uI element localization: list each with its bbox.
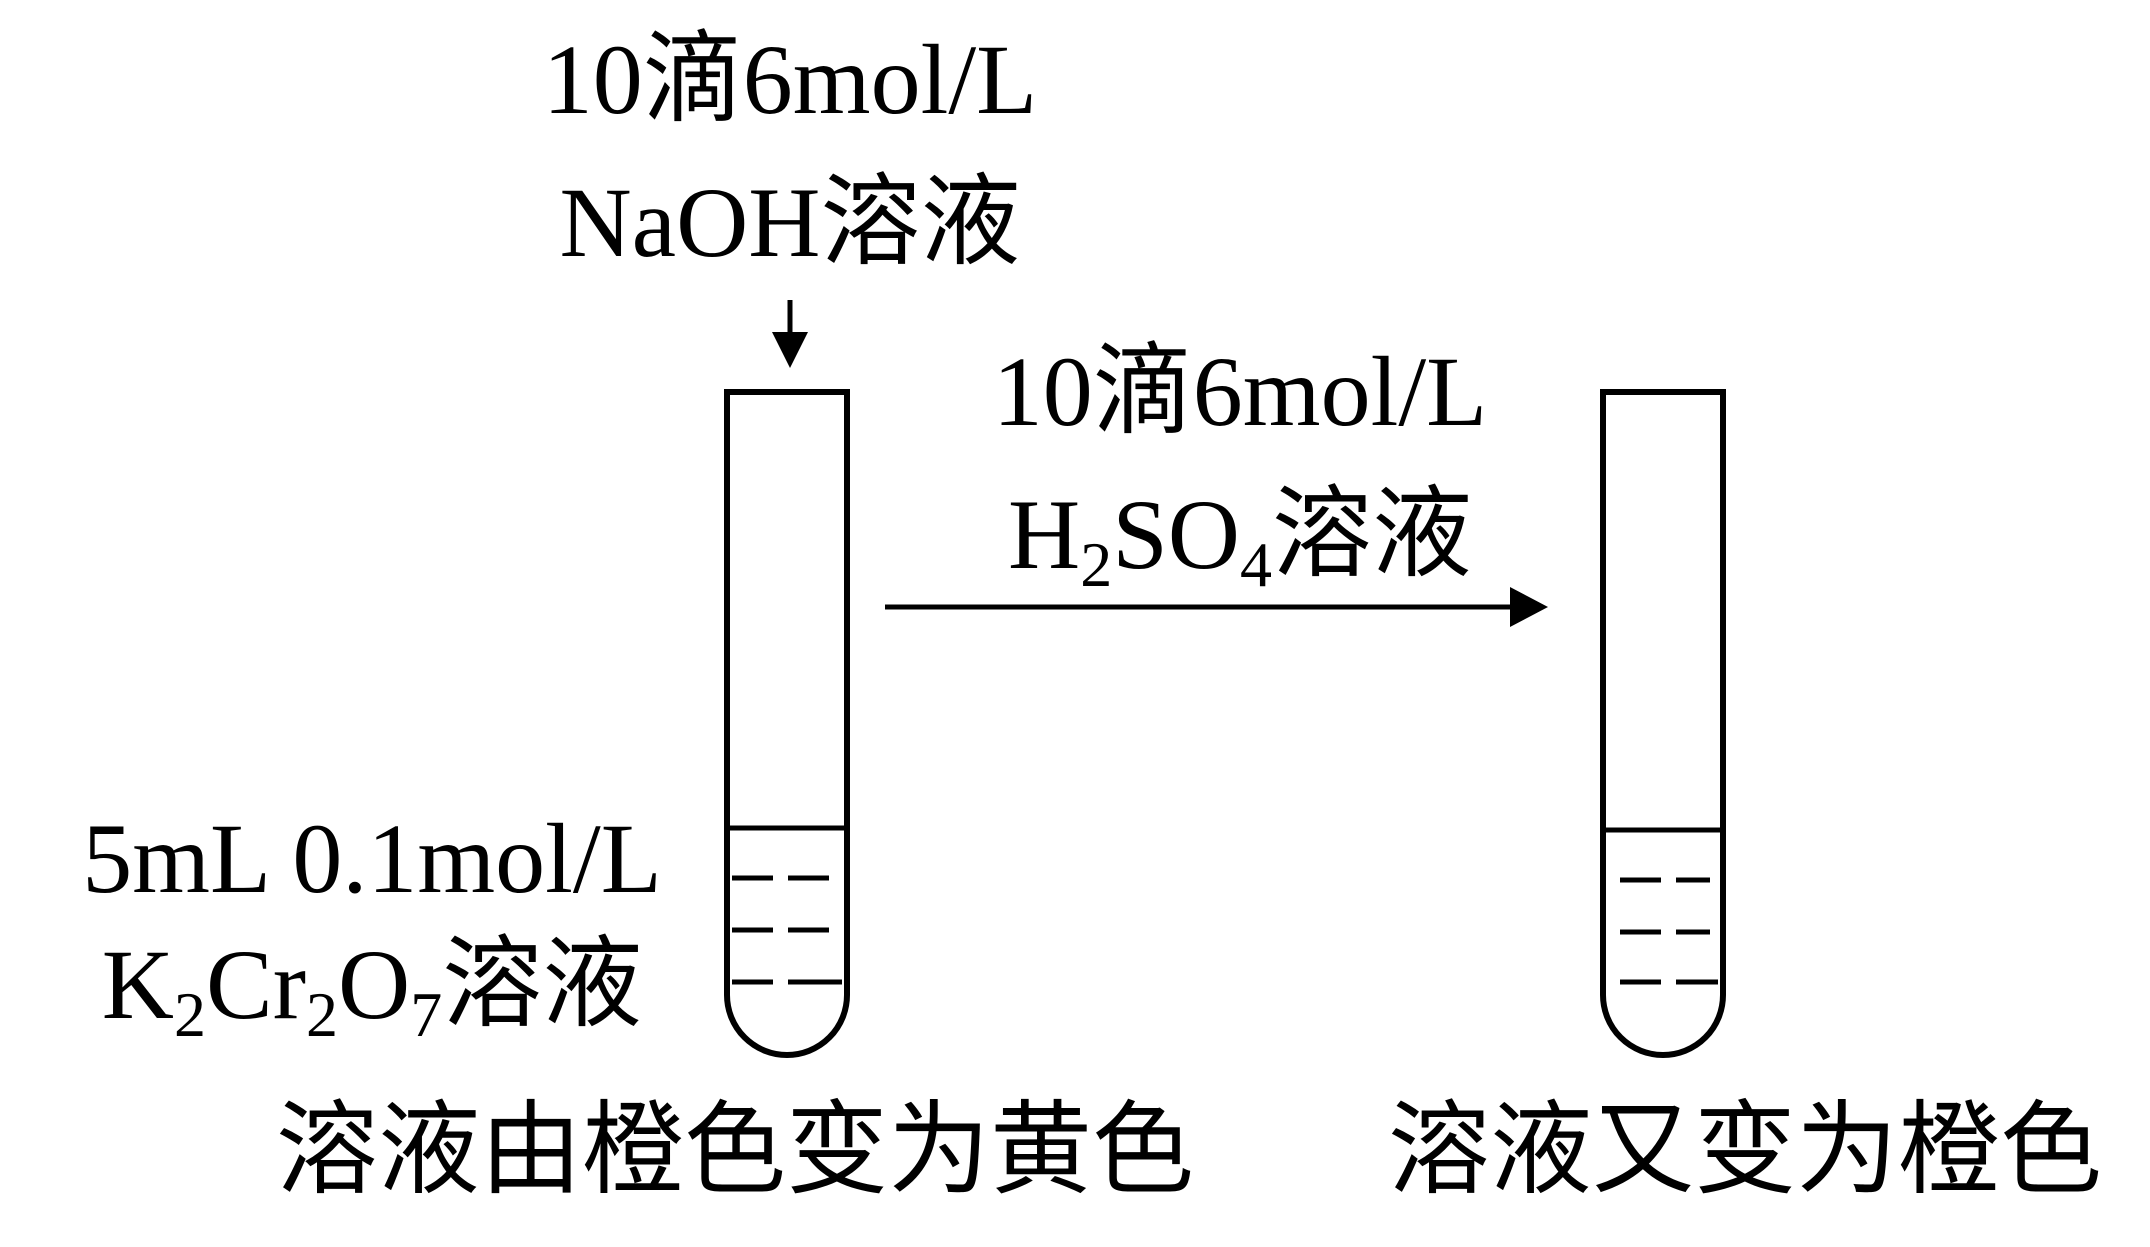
caption-right: 溶液又变为橙色 (1388, 1095, 2102, 1208)
naoh-label-line1: 10滴6mol/L (543, 24, 1037, 135)
left-test-tube (724, 389, 850, 1058)
caption-left: 溶液由橙色变为黄色 (276, 1095, 1194, 1208)
left-liquid-dashes (732, 875, 842, 985)
k2cr2o7-label-line2: K2Cr2O7溶液 (102, 929, 642, 1050)
k2cr2o7-label-line1: 5mL 0.1mol/L (82, 803, 662, 914)
right-arrow-icon (885, 587, 1548, 627)
right-liquid-dashes (1620, 877, 1718, 985)
right-test-tube (1600, 389, 1726, 1058)
down-arrow-icon (772, 300, 808, 368)
h2so4-label-line1: 10滴6mol/L (993, 336, 1487, 447)
left-tube-outline (724, 389, 850, 1058)
right-tube-outline (1600, 389, 1726, 1058)
naoh-label-line2: NaOH溶液 (559, 167, 1020, 278)
h2so4-label-line2: H2SO4溶液 (1008, 479, 1472, 600)
